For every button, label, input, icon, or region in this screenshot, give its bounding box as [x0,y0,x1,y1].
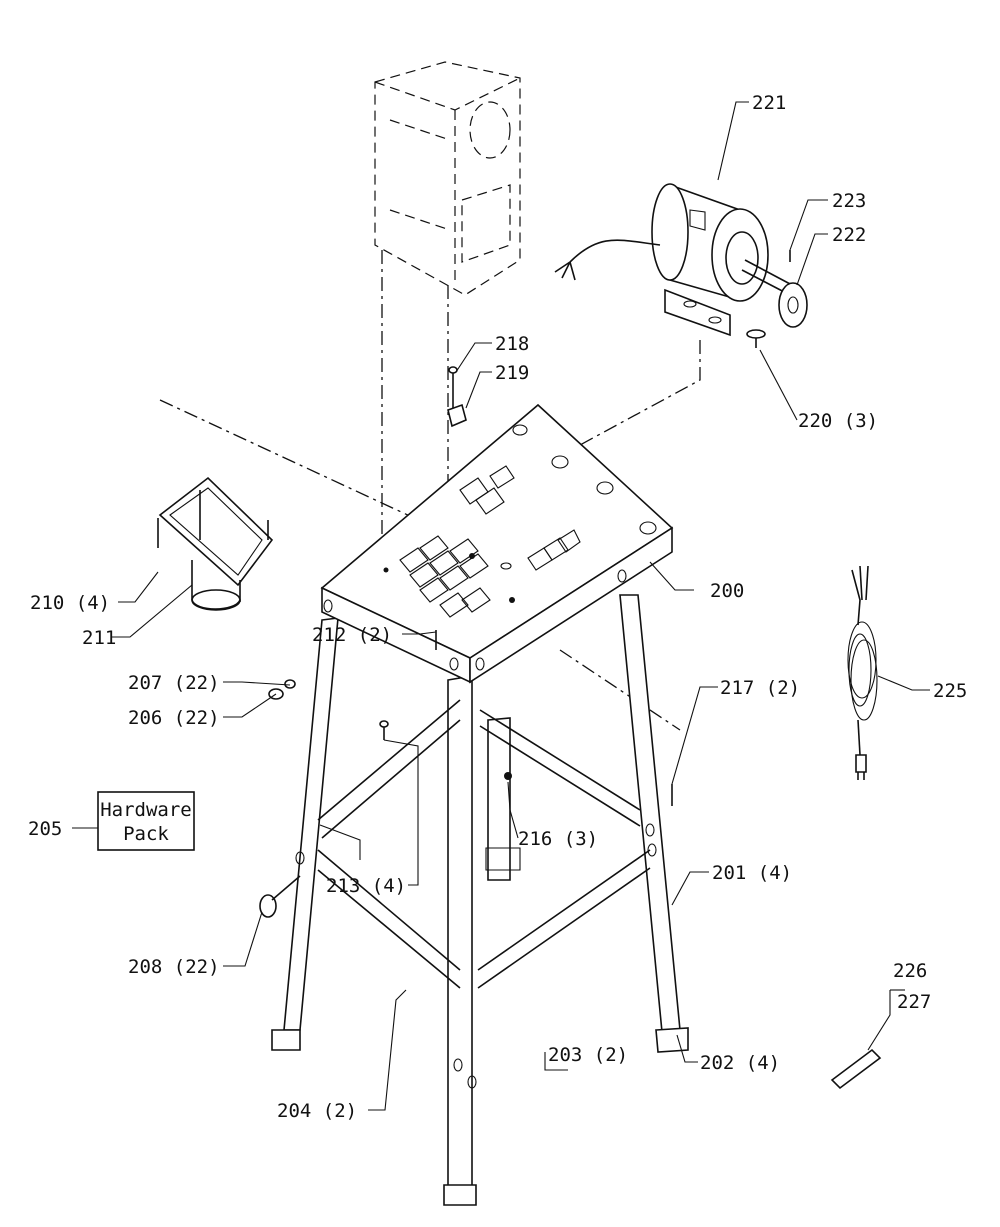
callout-222: 222 [832,224,866,246]
callout-217: 217 (2) [720,677,800,699]
callout-202: 202 (4) [700,1052,780,1074]
dust-chute [158,476,274,611]
bracket-screw [447,366,467,428]
callout-211: 211 [82,627,116,649]
callout-201: 201 (4) [712,862,792,884]
callout-206: 206 (22) [128,707,220,729]
callout-223: 223 [832,190,866,212]
power-cord [847,565,878,780]
hardware-pack-line1: Hardware [100,799,192,821]
callout-216: 216 (3) [518,828,598,850]
callout-204: 204 (2) [277,1100,357,1122]
callout-200: 200 [710,580,744,602]
carriage-bolt [259,875,301,918]
motor [554,183,793,337]
top-plate [320,403,674,684]
callout-213: 213 (4) [326,875,406,897]
hex-key [830,1048,882,1090]
callout-219: 219 [495,362,529,384]
side-centerline [559,649,681,731]
callout-203: 203 (2) [548,1044,628,1066]
pulley [778,282,808,328]
callout-205: 205 [28,818,62,840]
motor-centerline [579,340,701,446]
callout-225: 225 [933,680,967,702]
motor-screw [746,329,766,348]
callout-218: 218 [495,333,529,355]
stand-legs [271,594,689,1206]
chute-centerline [159,399,441,531]
braces [317,699,651,989]
callout-210: 210 (4) [30,592,110,614]
callout-226: 226 [893,960,927,982]
callout-227: 227 [897,991,931,1013]
phantom-saw-housing [374,61,521,640]
callout-208: 208 (22) [128,956,220,978]
callout-221: 221 [752,92,786,114]
callout-220: 220 (3) [798,410,878,432]
callout-212: 212 (2) [312,624,392,646]
callout-207: 207 (22) [128,672,220,694]
leader-lines [72,101,930,1111]
hardware-pack-line2: Pack [123,823,169,845]
callout-labels: 200 201 (4) 202 (4) 203 (2) 204 (2) 205 … [28,92,967,1122]
hardware-pack-box: Hardware Pack [97,791,195,851]
